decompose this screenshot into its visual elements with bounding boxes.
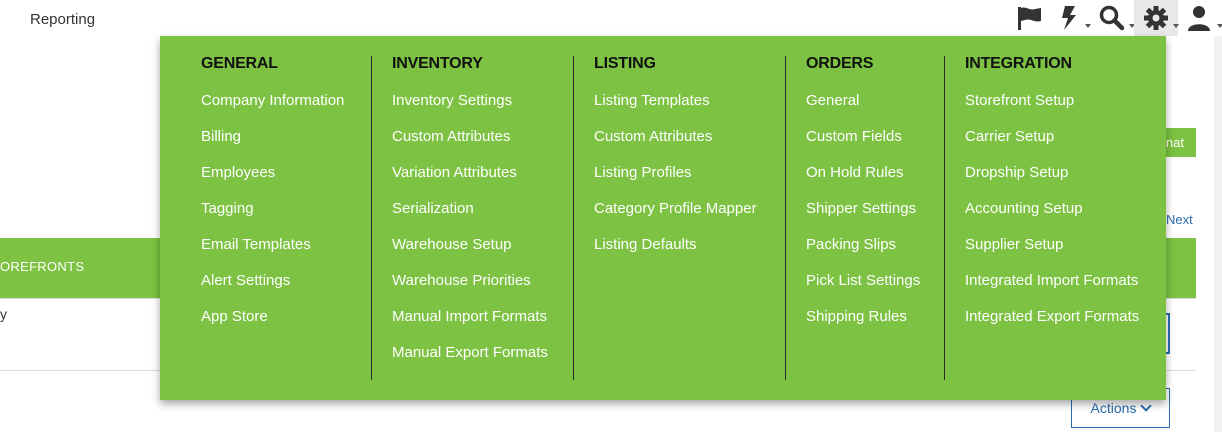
menu-item-serialization[interactable]: Serialization	[392, 200, 474, 217]
menu-item-carrier-setup[interactable]: Carrier Setup	[965, 128, 1055, 145]
chevron-down-icon	[1140, 400, 1153, 412]
menu-item-listing-custom-attributes[interactable]: Custom Attributes	[594, 128, 713, 145]
scrollbar[interactable]	[1214, 36, 1222, 432]
menu-item-pick-list-settings[interactable]: Pick List Settings	[806, 272, 921, 289]
menu-item-integrated-import-formats[interactable]: Integrated Import Formats	[965, 272, 1139, 289]
menu-list-orders: General Custom Fields On Hold Rules Ship…	[806, 92, 920, 344]
chevron-down-icon	[1173, 24, 1179, 28]
settings-dropdown-menu: GENERAL Company Information Billing Empl…	[160, 36, 1166, 400]
menu-item-custom-attributes[interactable]: Custom Attributes	[392, 128, 511, 145]
menu-item-listing-defaults[interactable]: Listing Defaults	[594, 236, 697, 253]
menu-item-warehouse-setup[interactable]: Warehouse Setup	[392, 236, 512, 253]
menu-heading-listing: LISTING	[594, 55, 656, 72]
chevron-down-icon	[1129, 24, 1135, 28]
menu-list-inventory: Inventory Settings Custom Attributes Var…	[392, 92, 548, 380]
lightning-icon[interactable]	[1050, 0, 1091, 36]
menu-heading-general: GENERAL	[201, 55, 278, 72]
next-link[interactable]: Next	[1166, 212, 1193, 227]
menu-item-packing-slips[interactable]: Packing Slips	[806, 236, 897, 253]
menu-item-manual-import-formats[interactable]: Manual Import Formats	[392, 308, 548, 325]
menu-item-listing-profiles[interactable]: Listing Profiles	[594, 164, 692, 181]
menu-list-integration: Storefront Setup Carrier Setup Dropship …	[965, 92, 1139, 344]
menu-item-integrated-export-formats[interactable]: Integrated Export Formats	[965, 308, 1140, 325]
menu-item-email-templates[interactable]: Email Templates	[201, 236, 311, 253]
flag-icon[interactable]	[1010, 0, 1050, 36]
menu-item-general[interactable]: General	[806, 92, 860, 109]
chevron-down-icon	[1217, 24, 1222, 28]
menu-item-dropship-setup[interactable]: Dropship Setup	[965, 164, 1069, 181]
menu-item-warehouse-priorities[interactable]: Warehouse Priorities	[392, 272, 531, 289]
menu-heading-orders: ORDERS	[806, 55, 874, 72]
menu-item-on-hold-rules[interactable]: On Hold Rules	[806, 164, 904, 181]
menu-item-shipping-rules[interactable]: Shipping Rules	[806, 308, 907, 325]
menu-item-tagging[interactable]: Tagging	[201, 200, 254, 217]
menu-item-shipper-settings[interactable]: Shipper Settings	[806, 200, 917, 217]
user-icon[interactable]	[1178, 0, 1222, 36]
menu-item-accounting-setup[interactable]: Accounting Setup	[965, 200, 1083, 217]
header-toolbar	[1010, 0, 1222, 36]
column-divider	[785, 56, 786, 380]
menu-item-storefront-setup[interactable]: Storefront Setup	[965, 92, 1075, 109]
menu-item-company-information[interactable]: Company Information	[201, 92, 345, 109]
menu-item-supplier-setup[interactable]: Supplier Setup	[965, 236, 1064, 253]
chevron-down-icon	[1085, 24, 1091, 28]
table-header-label: OREFRONTS	[0, 259, 85, 274]
menu-list-general: Company Information Billing Employees Ta…	[201, 92, 344, 344]
menu-item-inventory-settings[interactable]: Inventory Settings	[392, 92, 513, 109]
menu-item-app-store[interactable]: App Store	[201, 308, 268, 325]
menu-list-listing: Listing Templates Custom Attributes List…	[594, 92, 757, 272]
menu-item-alert-settings[interactable]: Alert Settings	[201, 272, 291, 289]
menu-item-listing-templates[interactable]: Listing Templates	[594, 92, 710, 109]
search-icon[interactable]	[1090, 0, 1135, 36]
gear-icon[interactable]	[1134, 0, 1179, 36]
column-divider	[573, 56, 574, 380]
menu-item-billing[interactable]: Billing	[201, 128, 242, 145]
menu-item-category-profile-mapper[interactable]: Category Profile Mapper	[594, 200, 757, 217]
menu-item-custom-fields[interactable]: Custom Fields	[806, 128, 902, 145]
actions-button-label: Actions	[1090, 400, 1137, 416]
table-cell: y	[0, 306, 7, 322]
menu-item-employees[interactable]: Employees	[201, 164, 276, 181]
column-divider	[944, 56, 945, 380]
column-divider	[371, 56, 372, 380]
menu-heading-inventory: INVENTORY	[392, 55, 483, 72]
page-title[interactable]: Reporting	[30, 11, 96, 28]
menu-heading-integration: INTEGRATION	[965, 55, 1072, 72]
menu-item-manual-export-formats[interactable]: Manual Export Formats	[392, 344, 548, 361]
menu-item-variation-attributes[interactable]: Variation Attributes	[392, 164, 517, 181]
